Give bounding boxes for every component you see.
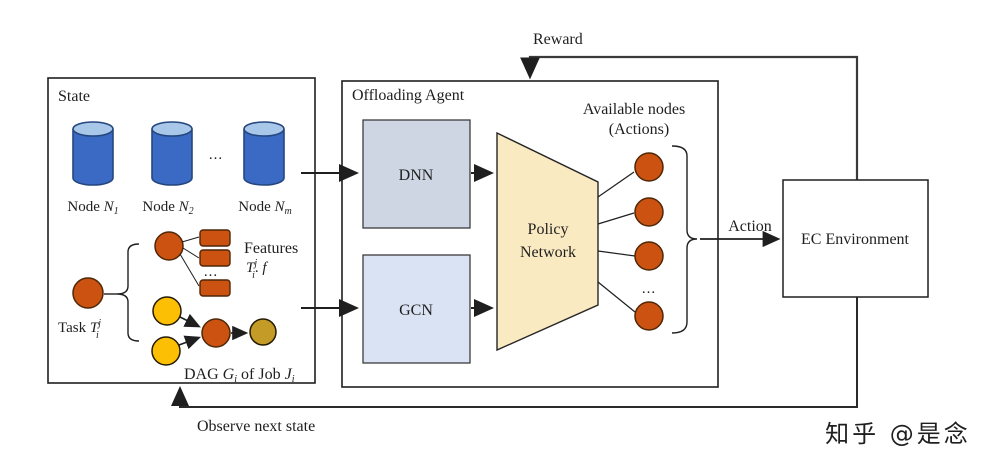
feature-link-2: [182, 247, 200, 259]
feature-chip-3: [199, 279, 231, 297]
ec-environment-box: [782, 179, 929, 298]
observe-next-state-label: Observe next state: [197, 418, 315, 435]
cylinder-top-icon: [243, 121, 285, 137]
task-node-icon: [72, 277, 104, 309]
policy-fan-line-4: [597, 281, 636, 313]
offloading-agent-label: Offloading Agent: [352, 87, 465, 104]
node-cylinder-2: [151, 121, 193, 186]
feature-ellipsis: ...: [204, 264, 218, 280]
cylinder-body-icon: [72, 129, 114, 186]
dag-node-yellow-1: [152, 296, 182, 326]
reward-label: Reward: [533, 31, 583, 48]
policy-label-line2: Network: [520, 244, 576, 261]
policy-fan-line-3: [597, 250, 636, 257]
policy-label-line1: Policy: [528, 221, 569, 238]
reward-feedback-arrow: [520, 55, 859, 180]
actions-group-brace: [671, 145, 698, 334]
dag-label: DAG Gi of Job Ji: [184, 366, 295, 385]
node-cylinder-m: [243, 121, 285, 186]
action-ellipsis: ...: [642, 281, 656, 297]
cylinder-ellipsis: ...: [209, 147, 223, 163]
observe-next-state-arrow: [171, 297, 858, 408]
feature-link-1: [181, 236, 200, 243]
feature-chip-1: [199, 229, 231, 247]
policy-fan-line-2: [597, 212, 635, 225]
gcn-box: [362, 254, 471, 364]
feature-source-node-icon: [154, 231, 184, 261]
cylinder-body-icon: [151, 129, 193, 186]
dag-edge-2: [178, 335, 202, 350]
action-label: Action: [728, 218, 772, 235]
cylinder-body-icon: [243, 129, 285, 186]
gcn-label: GCN: [399, 302, 433, 319]
task-group-brace: [116, 243, 140, 342]
cylinder-top-icon: [151, 121, 193, 137]
cylinder-top-icon: [72, 121, 114, 137]
node-1-label: Node N1: [67, 199, 118, 217]
dnn-box: [362, 119, 471, 229]
features-label: Features: [244, 240, 298, 257]
state-label: State: [58, 88, 90, 105]
available-nodes-label-line2: (Actions): [609, 121, 669, 138]
dag-node-yellow-2: [151, 336, 181, 366]
action-node-3: [634, 241, 664, 271]
feature-chip-2: [199, 249, 231, 267]
node-cylinder-1: [72, 121, 114, 186]
offloading-agent-box: [341, 80, 719, 388]
action-node-4: [634, 301, 664, 331]
policy-fan-line-1: [597, 171, 635, 198]
node-m-label: Node Nm: [238, 199, 292, 217]
action-node-1: [634, 152, 664, 182]
state-box: [47, 77, 316, 384]
watermark-text: 知乎 @是念: [825, 420, 971, 448]
ec-environment-label: EC Environment: [801, 231, 910, 248]
dag-edge-1: [179, 313, 201, 328]
dnn-label: DNN: [399, 167, 434, 184]
policy-network-trapezoid: [496, 131, 599, 352]
node-2-label: Node N2: [142, 199, 193, 217]
dag-node-olive: [249, 318, 277, 346]
available-nodes-label-line1: Available nodes: [583, 101, 685, 118]
feature-link-3: [179, 253, 200, 287]
action-node-2: [634, 197, 664, 227]
dag-node-orange: [201, 318, 231, 348]
